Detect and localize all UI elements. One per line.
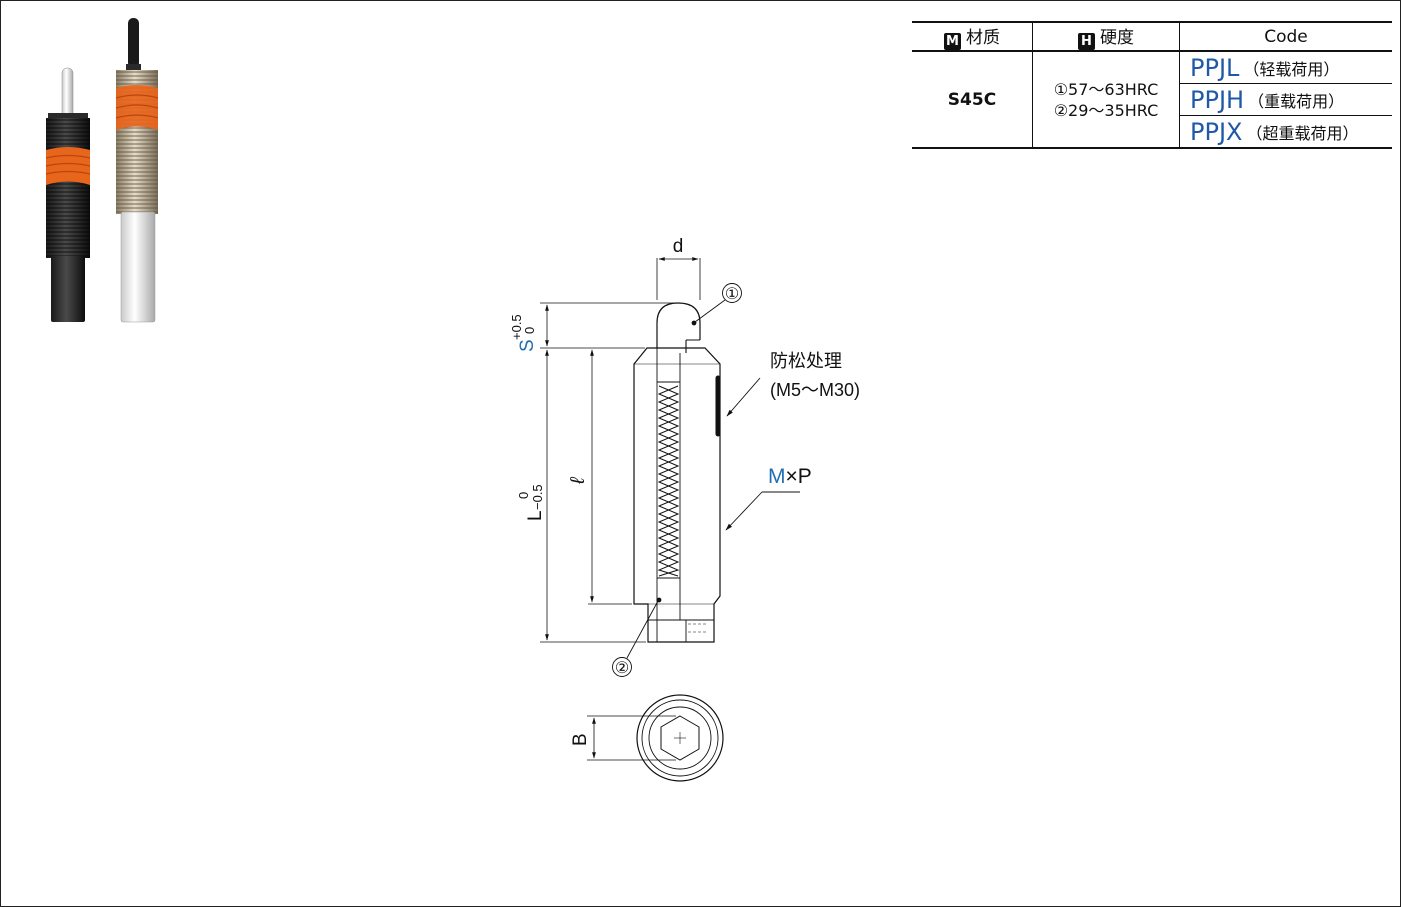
part-2-dot <box>656 597 662 603</box>
label-S-tol-upper: +0.5 <box>509 314 524 340</box>
label-ell-group: ℓ <box>567 476 589 485</box>
end-view-inner <box>648 706 712 770</box>
product-photo <box>45 18 159 323</box>
code-ppjx-desc: （超重载荷用） <box>1246 123 1359 143</box>
end-view-outer <box>636 694 724 782</box>
thread-leader <box>725 491 763 531</box>
hardness-part-1: ①57～63HRC <box>1053 79 1159 99</box>
code-ppjl[interactable]: PPJL <box>1190 53 1240 82</box>
hex-socket <box>660 715 700 761</box>
black-plunger-image <box>45 67 91 322</box>
label-thread: M×P <box>768 465 812 488</box>
label-part-1: ① <box>725 286 739 303</box>
end-view-thread <box>641 699 719 777</box>
plunger-body <box>633 347 721 643</box>
silver-plunger-image <box>115 18 159 323</box>
hardness-values: ①57～63HRC ②29～35HRC <box>1032 51 1180 149</box>
code-ppjh-desc: （重载荷用） <box>1248 91 1345 111</box>
label-L-group: L 0 −0.5 <box>516 484 546 521</box>
plunger-pin <box>656 302 701 348</box>
label-S-group: S +0.5 0 <box>509 314 538 352</box>
code-ppjl-desc: （轻载荷用） <box>1243 59 1340 79</box>
spring <box>657 385 680 577</box>
spring-back <box>657 385 680 577</box>
code-row-ppjh[interactable]: PPJH（重载荷用） <box>1179 83 1392 116</box>
label-d: d <box>673 236 684 257</box>
label-S: S <box>517 339 538 352</box>
part-2-leader <box>626 600 659 659</box>
part-1-leader <box>694 299 726 323</box>
header-hardness-label: 硬度 <box>1100 28 1134 48</box>
label-ell: ℓ <box>567 476 589 485</box>
part-1-dot <box>691 320 697 326</box>
header-code: Code <box>1179 21 1392 52</box>
thread-M: M <box>768 465 786 488</box>
code-ppjx[interactable]: PPJX <box>1190 117 1243 146</box>
pin-step <box>685 339 700 353</box>
header-material: M 材质 <box>912 21 1033 52</box>
label-part-2: ② <box>615 660 629 677</box>
code-row-ppjx[interactable]: PPJX（超重载荷用） <box>1179 115 1392 149</box>
code-row-ppjl[interactable]: PPJL（轻载荷用） <box>1179 51 1392 84</box>
hardness-part-2: ②29～35HRC <box>1053 100 1159 120</box>
label-L-tol-lower: −0.5 <box>530 484 545 510</box>
label-B: B <box>570 733 591 746</box>
code-ppjh[interactable]: PPJH <box>1190 85 1245 114</box>
part-1-balloon <box>722 283 742 303</box>
thread-P: P <box>798 465 812 488</box>
header-material-label: 材质 <box>966 28 1000 48</box>
material-badge: M <box>944 33 961 50</box>
label-anti-loose: 防松处理 <box>770 351 842 372</box>
label-L-tol-upper: 0 <box>516 492 531 499</box>
part-2-balloon <box>612 657 632 677</box>
label-S-tol-lower: 0 <box>522 327 537 334</box>
label-B-group: B <box>570 733 591 746</box>
spec-table: M 材质 H 硬度 Code S45C ①57～63HRC ②29～35HRC PP… <box>912 21 1392 149</box>
anti-loose-leader <box>726 377 761 417</box>
thread-x: × <box>786 465 798 488</box>
label-anti-loose-range: (M5～M30) <box>770 380 860 400</box>
label-L: L <box>525 510 546 521</box>
material-value: S45C <box>912 51 1033 149</box>
hardness-badge: H <box>1078 33 1095 50</box>
header-hardness: H 硬度 <box>1032 21 1180 52</box>
